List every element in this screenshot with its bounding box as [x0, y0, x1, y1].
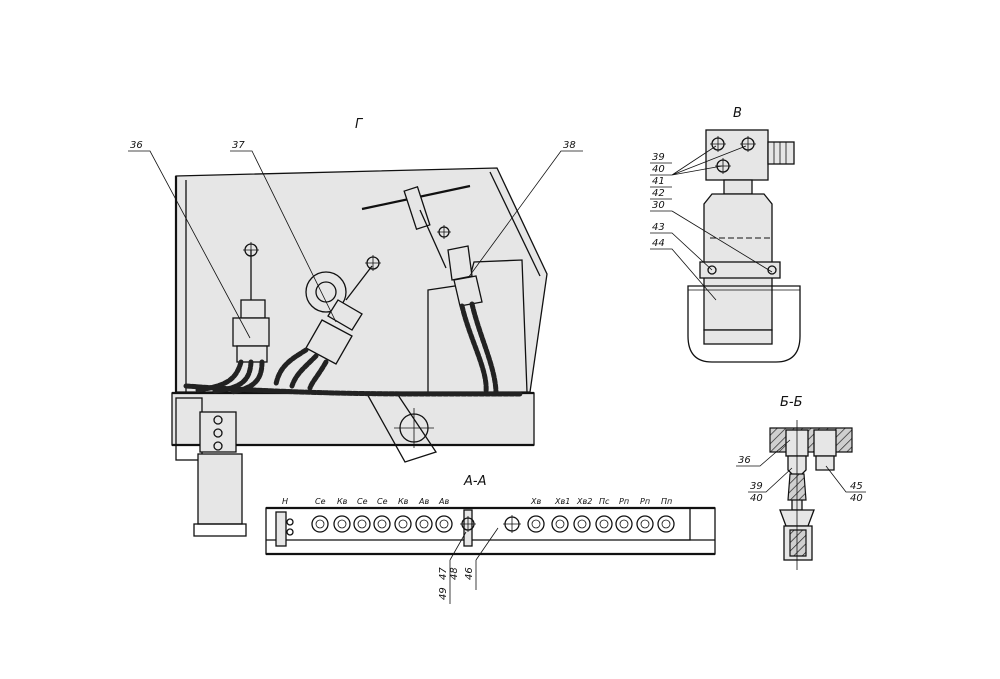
- terminal-connector-core: [419, 519, 429, 529]
- terminal-connector-core: [337, 519, 347, 529]
- left-canister: [197, 453, 243, 525]
- terminal-connector-core: [555, 519, 565, 529]
- svg-text:46: 46: [464, 567, 475, 580]
- terminal-connector-core: [439, 519, 449, 529]
- callout-37: 37: [230, 140, 337, 323]
- terminal-connector: [657, 515, 675, 533]
- terminal-connector-core: [315, 519, 325, 529]
- terminal-connector: [333, 515, 351, 533]
- valve-36: [195, 242, 270, 395]
- svg-text:44: 44: [652, 238, 665, 249]
- svg-text:37: 37: [232, 140, 245, 151]
- terminal-connector: [435, 515, 453, 533]
- terminal-connector: [636, 515, 654, 533]
- valve-37: [273, 255, 381, 391]
- svg-text:39: 39: [652, 152, 665, 163]
- view-v-detail: В 39 40 41 42 30 43 44: [650, 106, 801, 363]
- svg-text:39: 39: [750, 481, 763, 492]
- terminal-label: Пп: [661, 497, 672, 506]
- terminal-connector: [573, 515, 591, 533]
- svg-text:49: 49: [438, 587, 449, 600]
- view-v-label: В: [733, 106, 742, 121]
- terminal-connector-core: [640, 519, 650, 529]
- terminal-connector-core: [661, 519, 671, 529]
- svg-text:36: 36: [738, 455, 751, 466]
- svg-text:36: 36: [130, 140, 143, 151]
- callout-38: 38: [467, 140, 583, 279]
- svg-text:43: 43: [652, 222, 665, 233]
- terminal-label: Ав: [418, 497, 429, 506]
- view-g-assembly: Г 36 37 38: [128, 117, 583, 537]
- svg-text:41: 41: [652, 176, 665, 187]
- svg-text:40: 40: [652, 164, 665, 175]
- terminal-connector: [615, 515, 633, 533]
- terminal-connector-core: [357, 519, 367, 529]
- terminal-label: Рп: [619, 497, 629, 506]
- terminal-label: Хв2: [576, 497, 592, 506]
- terminal-connector: [595, 515, 613, 533]
- terminal-connector: [527, 515, 545, 533]
- terminal-connector: [394, 515, 412, 533]
- svg-text:40: 40: [850, 493, 863, 504]
- terminal-label: Н: [282, 497, 288, 506]
- cup: [687, 285, 801, 363]
- terminal-connector: [373, 515, 391, 533]
- svg-text:40: 40: [750, 493, 763, 504]
- terminal-label: Кв: [398, 497, 409, 506]
- svg-text:48: 48: [449, 567, 460, 580]
- terminal-connector-core: [577, 519, 587, 529]
- svg-text:38: 38: [563, 140, 576, 151]
- terminal-connector: [311, 515, 329, 533]
- terminal-label: Хв: [530, 497, 541, 506]
- terminal-row: Н Се Кв Се Се Кв Ав Ав Хв Хв1 Хв2 Пс Рп Рп Пп: [282, 497, 675, 533]
- terminal-label: Се: [357, 497, 368, 506]
- terminal-connector-core: [398, 519, 408, 529]
- valve-38: [361, 184, 499, 397]
- svg-text:42: 42: [652, 188, 665, 199]
- terminal-label: Ав: [438, 497, 449, 506]
- terminal-label: Кв: [337, 497, 348, 506]
- section-bb: Б-Б 36 39 40 45 40: [736, 395, 866, 570]
- callout-36: 36: [128, 140, 251, 339]
- terminal-connector-core: [377, 519, 387, 529]
- terminal-connector-core: [599, 519, 609, 529]
- terminal-connector-core: [531, 519, 541, 529]
- terminal-connector: [415, 515, 433, 533]
- terminal-label: Се: [315, 497, 326, 506]
- svg-text:45: 45: [850, 481, 863, 492]
- section-bb-label: Б-Б: [780, 395, 803, 410]
- section-aa-label: А-А: [463, 474, 486, 489]
- section-aa: А-А Н Се Кв Се Се Кв Ав Ав Хв Хв1 Хв2 Пс Рп Рп Пп 47 4…: [265, 474, 716, 604]
- terminal-connector: [551, 515, 569, 533]
- terminal-connector-core: [619, 519, 629, 529]
- terminal-label: Рп: [640, 497, 650, 506]
- terminal-label: Хв1: [554, 497, 570, 506]
- svg-text:47: 47: [438, 567, 449, 580]
- view-g-label: Г: [355, 117, 364, 132]
- terminal-label: Пс: [599, 497, 610, 506]
- terminal-connector: [353, 515, 371, 533]
- terminal-label: Се: [377, 497, 388, 506]
- svg-text:30: 30: [652, 200, 665, 211]
